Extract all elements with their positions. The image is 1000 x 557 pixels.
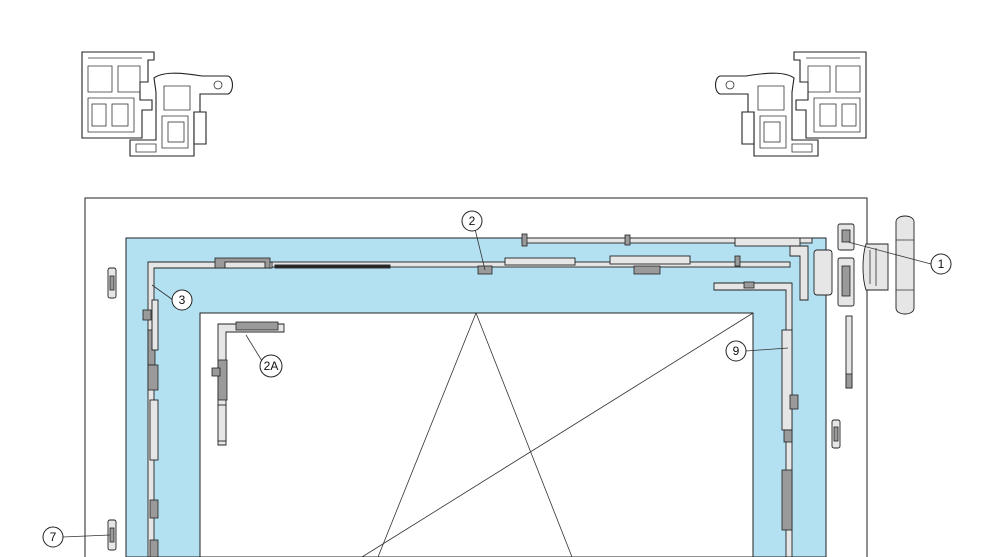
corner-drive-2a (211, 321, 285, 446)
callout-2-label: 2 (469, 214, 476, 228)
callout-9: 9 (725, 340, 747, 362)
callout-1-label: 1 (938, 257, 945, 271)
profile-section-left (81, 51, 234, 157)
callout-3-label: 3 (179, 293, 186, 307)
opening-direction-lines (361, 312, 754, 557)
corner-drive-top-left (142, 257, 273, 557)
callout-2a-label: 2A (264, 359, 279, 373)
callout-leaders (62, 228, 932, 538)
callout-2a: 2A (259, 354, 283, 378)
window-frame (84, 197, 868, 557)
side-espagnolette-right (713, 281, 799, 557)
top-hinge-assembly (813, 215, 915, 389)
callout-7-label: 7 (50, 530, 57, 544)
callout-7: 7 (42, 526, 64, 548)
profile-section-right (714, 51, 867, 157)
callout-2: 2 (461, 210, 483, 232)
frame-keepers (107, 267, 841, 551)
callout-9-label: 9 (733, 344, 740, 358)
callout-3: 3 (171, 289, 193, 311)
callout-1: 1 (930, 253, 952, 275)
